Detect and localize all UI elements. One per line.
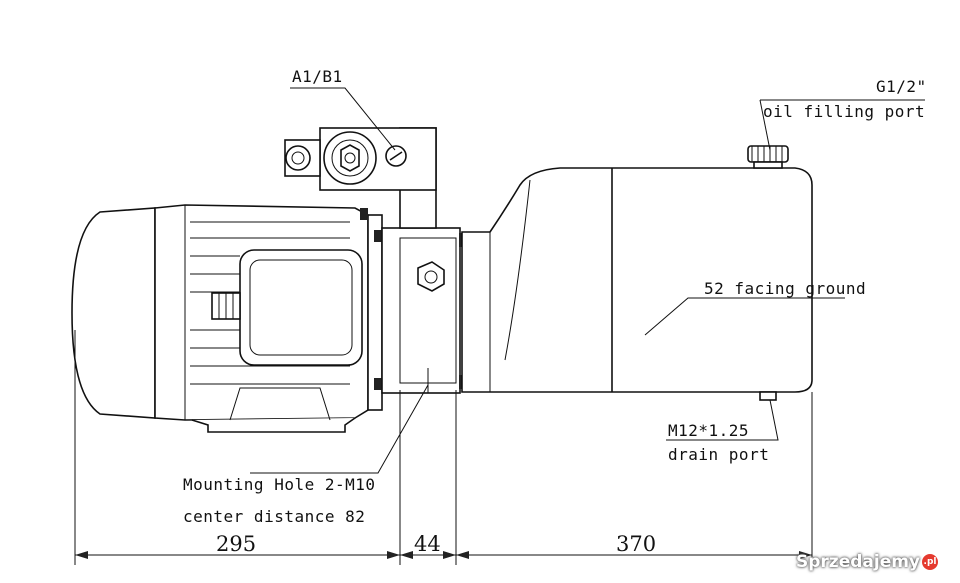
watermark-logo: Sprzedajemy .pl	[796, 547, 946, 577]
label-a1-b1: A1/B1	[292, 67, 343, 86]
adapter-bell-housing	[381, 227, 467, 394]
leader-lines	[250, 87, 925, 474]
valve-block	[284, 127, 437, 229]
dimension-motor-length: 295	[216, 532, 256, 556]
dimension-lines	[74, 330, 813, 565]
oil-tank	[461, 145, 813, 401]
label-filling-thread: G1/2"	[876, 77, 927, 96]
watermark-suffix: .pl	[922, 554, 939, 570]
label-mounting-hole: Mounting Hole 2-M10	[183, 475, 376, 494]
watermark-text: Sprzedajemy	[796, 552, 921, 572]
label-oil-filling-port: oil filling port	[763, 102, 925, 121]
label-facing-ground: 52 facing ground	[704, 279, 866, 298]
dimension-adapter-length: 44	[414, 532, 441, 556]
label-center-distance: center distance 82	[183, 507, 365, 526]
dimension-tank-length: 370	[616, 532, 656, 556]
label-drain-thread: M12*1.25	[668, 421, 749, 440]
label-drain-port: drain port	[668, 445, 769, 464]
electric-motor	[71, 204, 384, 433]
